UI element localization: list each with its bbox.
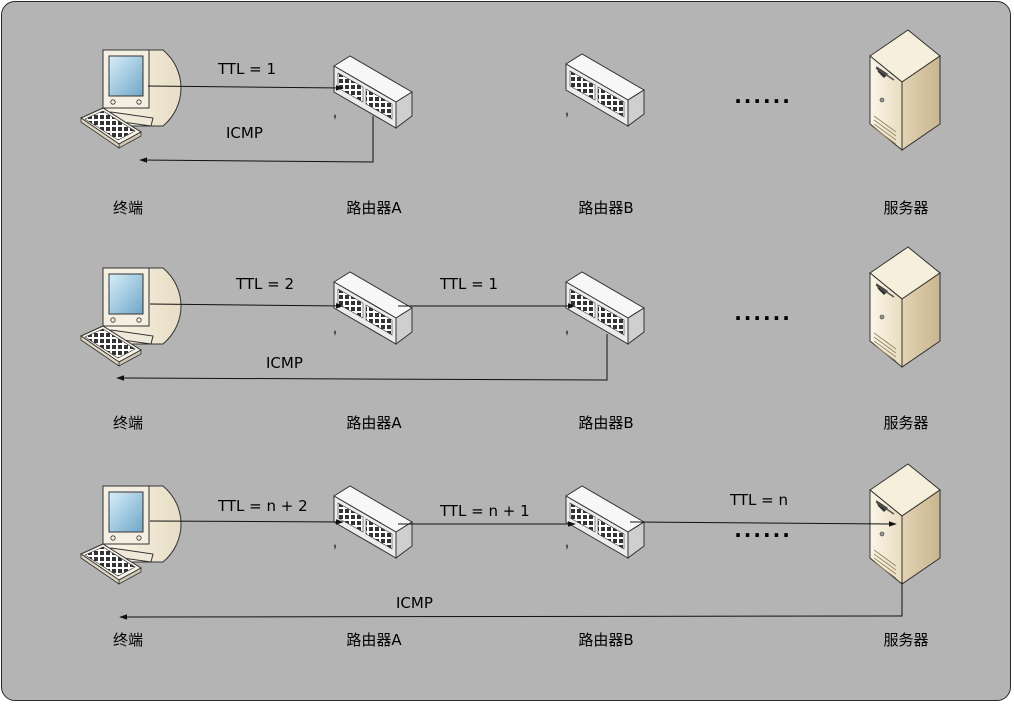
ttl-arrow bbox=[629, 521, 897, 527]
ttl-arrow bbox=[149, 519, 344, 525]
router-b-label: 路由器B bbox=[578, 199, 633, 217]
terminal-computer-icon bbox=[80, 267, 182, 367]
router-b-icon bbox=[565, 53, 645, 127]
hop-label: TTL = 1 bbox=[217, 60, 276, 78]
icmp-label: ICMP bbox=[396, 594, 433, 612]
router-a-label: 路由器A bbox=[346, 199, 402, 217]
terminal-computer-icon bbox=[80, 49, 182, 149]
ellipsis: ...... bbox=[734, 301, 792, 325]
ttl-arrow bbox=[149, 303, 344, 309]
router-a-label: 路由器A bbox=[346, 631, 402, 649]
server-label: 服务器 bbox=[883, 414, 928, 432]
ellipsis: ...... bbox=[734, 84, 792, 108]
row-2: TTL = 2 TTL = 1 ICMP ...... 终端 路由器A 路由器B… bbox=[80, 246, 941, 432]
ttl-arrow bbox=[147, 85, 344, 91]
router-b-icon bbox=[565, 271, 645, 345]
hop-label: TTL = n + 2 bbox=[217, 497, 308, 515]
terminal-label: 终端 bbox=[113, 414, 143, 432]
terminal-label: 终端 bbox=[113, 631, 143, 649]
hop-label: TTL = n + 1 bbox=[439, 502, 530, 520]
icmp-reply-arrow bbox=[116, 334, 608, 381]
terminal-label: 终端 bbox=[113, 199, 143, 217]
server-icon bbox=[869, 29, 941, 151]
server-icon bbox=[869, 246, 941, 368]
terminal-computer-icon bbox=[80, 485, 182, 585]
ellipsis: ...... bbox=[734, 518, 792, 542]
router-b-label: 路由器B bbox=[578, 631, 633, 649]
router-a-label: 路由器A bbox=[346, 414, 402, 432]
icmp-reply-arrow bbox=[139, 116, 374, 163]
hop-label: TTL = 2 bbox=[235, 275, 294, 293]
row-3: TTL = n + 2 TTL = n + 1 TTL = n ICMP ...… bbox=[80, 463, 941, 649]
row-1: TTL = 1 ICMP ...... 终端 路由器A 路由器B 服务器 bbox=[80, 29, 941, 217]
icmp-reply-arrow bbox=[119, 582, 903, 620]
server-label: 服务器 bbox=[883, 199, 928, 217]
icmp-label: ICMP bbox=[266, 354, 303, 372]
router-b-label: 路由器B bbox=[578, 414, 633, 432]
server-label: 服务器 bbox=[883, 631, 928, 649]
router-a-icon bbox=[333, 271, 413, 345]
hop-label: TTL = n bbox=[729, 491, 788, 509]
icmp-label: ICMP bbox=[226, 124, 263, 142]
router-a-icon bbox=[333, 485, 413, 559]
hop-label: TTL = 1 bbox=[439, 275, 498, 293]
